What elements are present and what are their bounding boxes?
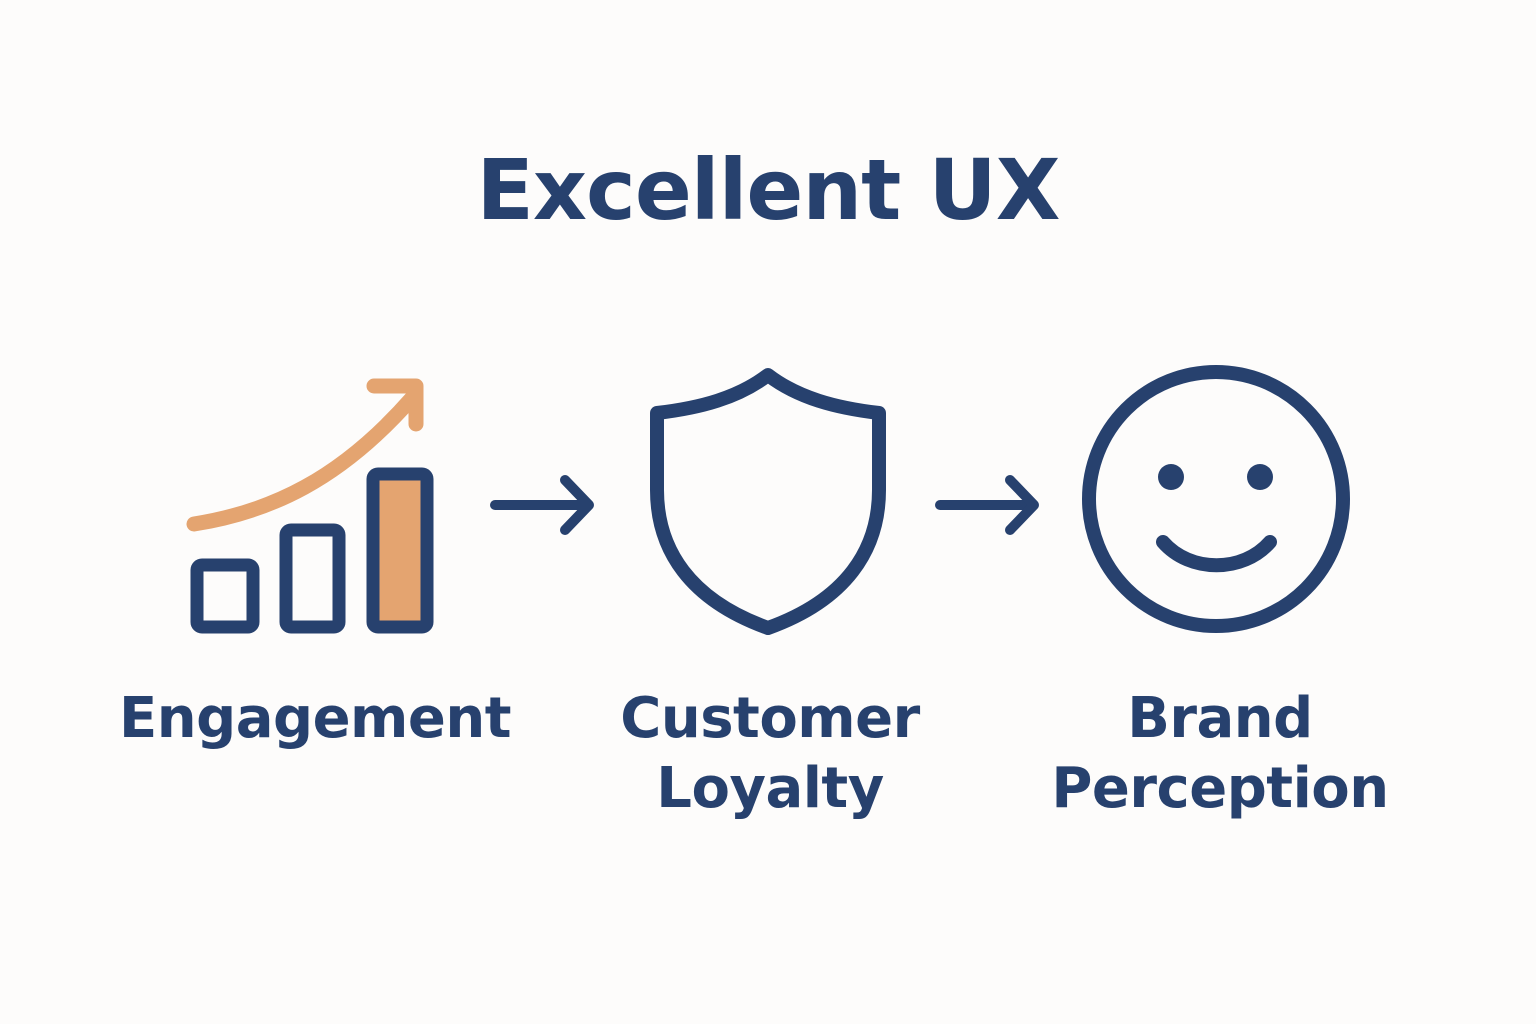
smiley-face-icon	[1082, 365, 1350, 633]
label-customer-loyalty: Customer Loyalty	[570, 684, 970, 824]
shield-icon	[650, 368, 886, 635]
bar-chart-growth-icon	[186, 378, 434, 634]
label-line: Customer	[620, 686, 920, 751]
label-line: Loyalty	[656, 756, 884, 821]
label-line: Perception	[1051, 756, 1389, 821]
diagram-title: Excellent UX	[476, 141, 1060, 239]
label-brand-perception: Brand Perception	[1010, 684, 1430, 824]
label-line: Engagement	[118, 686, 512, 751]
label-line: Brand	[1127, 686, 1313, 751]
arrow-right-icon	[490, 475, 594, 535]
arrow-right-icon	[935, 475, 1039, 535]
label-engagement: Engagement	[100, 684, 530, 754]
